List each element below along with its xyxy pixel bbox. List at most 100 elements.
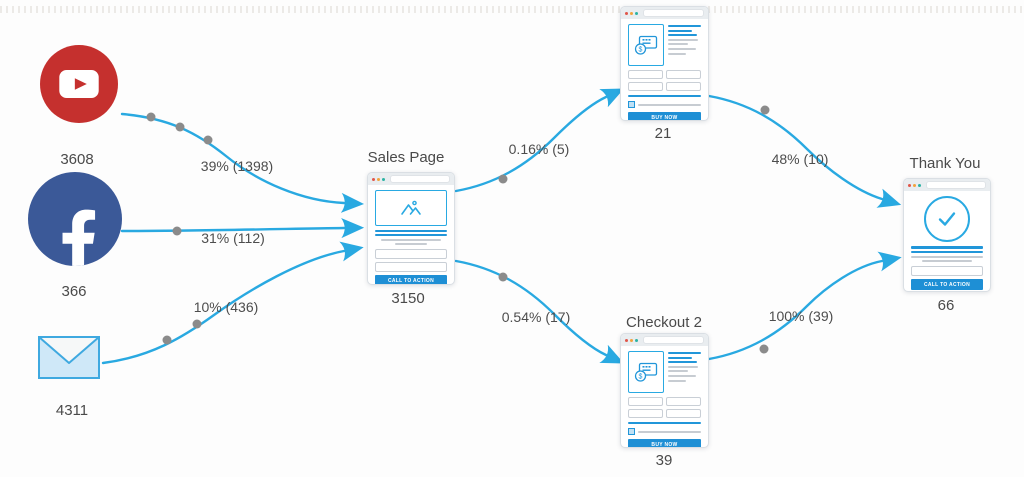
text-line (668, 34, 698, 37)
edge-sales-checkout1[interactable] (454, 88, 625, 193)
edge-youtube-sales[interactable] (120, 112, 365, 213)
credit-card-icon: $ (634, 362, 658, 382)
node-email[interactable] (38, 336, 100, 379)
page-thumbnail: $ (621, 346, 708, 447)
page-thumbnail: $ (621, 19, 708, 120)
edge-label-sales-checkout1: 0.16% (5) (508, 141, 570, 157)
edge-handle[interactable] (175, 122, 185, 132)
text-line (911, 251, 983, 253)
facebook-count: 366 (61, 283, 87, 300)
text-line (375, 230, 447, 232)
input-placeholder (666, 70, 701, 79)
buy-now-button: BUY NOW (628, 112, 701, 120)
text-line (668, 370, 688, 373)
edge-handle[interactable] (192, 319, 202, 329)
sales-page-title: Sales Page (367, 149, 445, 166)
text-line (668, 52, 687, 55)
text-line (911, 256, 983, 258)
email-count: 4311 (55, 402, 89, 419)
checkbox-icon (628, 101, 635, 108)
input-placeholder (666, 397, 701, 406)
divider-line (628, 422, 701, 424)
cta-button: CALL TO ACTION (375, 275, 447, 284)
text-line (668, 25, 701, 27)
window-dot-teal-icon (382, 177, 385, 181)
browser-bar (621, 7, 708, 19)
edge-handle[interactable] (760, 105, 770, 115)
edge-handle[interactable] (203, 135, 213, 145)
page-thumbnail: CALL TO ACTION (904, 191, 990, 291)
input-placeholder (628, 409, 663, 418)
edge-handle[interactable] (498, 174, 508, 184)
credit-card-icon: $ (634, 35, 658, 55)
text-block (668, 351, 701, 393)
edge-handle[interactable] (172, 226, 182, 236)
window-dot-orange-icon (377, 177, 380, 181)
youtube-icon (59, 70, 99, 98)
window-dot-teal-icon (635, 338, 638, 342)
text-line (668, 43, 688, 46)
svg-text:$: $ (639, 46, 643, 53)
text-line (668, 47, 696, 50)
window-dot-orange-icon (630, 338, 633, 342)
input-placeholder (628, 70, 663, 79)
thank-you-title: Thank You (909, 155, 981, 172)
edge-facebook-sales[interactable] (120, 218, 365, 239)
input-placeholder (375, 262, 447, 272)
text-line (381, 239, 441, 241)
edge-email-sales[interactable] (101, 241, 364, 365)
node-thank-you[interactable]: CALL TO ACTION (903, 178, 991, 292)
node-facebook[interactable] (28, 172, 122, 266)
window-dot-red-icon (625, 11, 628, 15)
page-thumbnail: CALL TO ACTION (368, 185, 454, 284)
edge-checkout2-thankyou[interactable] (707, 251, 902, 361)
window-dot-red-icon (625, 338, 628, 342)
input-placeholder (911, 266, 983, 276)
node-youtube[interactable] (40, 45, 118, 123)
window-dot-red-icon (908, 183, 911, 187)
checkmark-icon (938, 212, 956, 226)
facebook-icon (62, 209, 96, 266)
background-texture (0, 6, 1024, 13)
edge-handle[interactable] (162, 335, 172, 345)
email-icon (38, 336, 100, 379)
checkout-1-count: 21 (654, 125, 672, 142)
sales-page-count: 3150 (391, 290, 425, 307)
divider-line (628, 95, 701, 97)
edge-label-email-sales: 10% (436) (193, 299, 259, 315)
text-line (638, 103, 701, 106)
edge-checkout1-thankyou[interactable] (707, 94, 902, 208)
input-placeholder (666, 409, 701, 418)
checkout-2-count: 39 (655, 452, 673, 469)
edge-label-checkout1-thankyou: 48% (10) (771, 151, 829, 167)
edge-sales-checkout2[interactable] (454, 259, 625, 364)
edge-label-checkout2-thankyou: 100% (39) (768, 308, 834, 324)
browser-bar (621, 334, 708, 346)
edge-handle[interactable] (759, 344, 769, 354)
text-line (668, 356, 692, 359)
edge-label-facebook-sales: 31% (112) (201, 230, 265, 246)
cta-button: CALL TO ACTION (911, 279, 983, 290)
youtube-count: 3608 (60, 151, 94, 168)
node-sales-page[interactable]: CALL TO ACTION (367, 172, 455, 285)
thank-you-count: 66 (937, 297, 955, 314)
address-bar (643, 9, 704, 17)
node-checkout-1[interactable]: $ (620, 6, 709, 121)
checkout-2-title: Checkout 2 (626, 314, 702, 331)
input-placeholder (628, 82, 663, 91)
text-line (668, 38, 698, 41)
text-line (668, 379, 687, 382)
text-line (911, 246, 983, 249)
text-line (668, 365, 698, 368)
address-bar (643, 336, 704, 344)
node-checkout-2[interactable]: $ (620, 333, 709, 448)
text-line (668, 29, 692, 32)
input-placeholder (628, 397, 663, 406)
window-dot-teal-icon (918, 183, 921, 187)
edge-handle[interactable] (146, 112, 156, 122)
browser-bar (368, 173, 454, 185)
edge-handle[interactable] (498, 272, 508, 282)
window-dot-teal-icon (635, 11, 638, 15)
